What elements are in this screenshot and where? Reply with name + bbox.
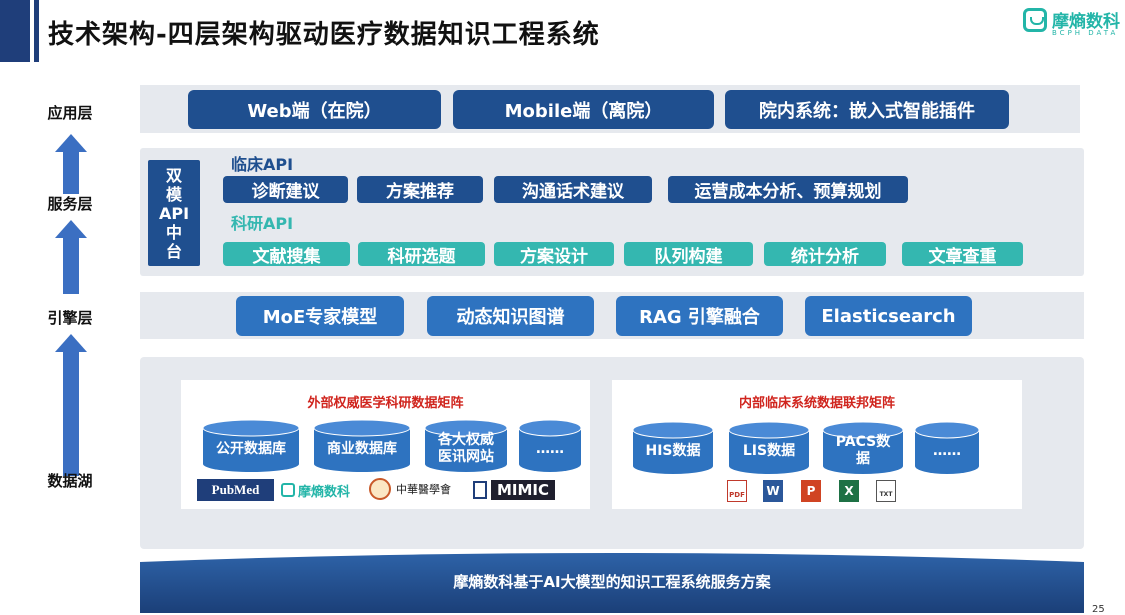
app-item-hospital-plugin: 院内系统：嵌入式智能插件 bbox=[725, 90, 1009, 129]
logo-subtext: BCPH DATA bbox=[1052, 29, 1119, 37]
database-icon bbox=[728, 421, 810, 474]
bcph-logo: 摩熵数科 bbox=[281, 479, 363, 501]
database-cylinder: PACS数据 bbox=[822, 421, 904, 475]
database-cylinder: …… bbox=[518, 419, 582, 473]
database-icon bbox=[518, 419, 582, 472]
research-api-item: 科研选题 bbox=[358, 242, 485, 267]
engine-item: MoE专家模型 bbox=[236, 296, 404, 336]
research-api-label: 科研API bbox=[231, 214, 294, 233]
internal-data-title: 内部临床系统数据联邦矩阵 bbox=[738, 396, 895, 411]
logo-text: 摩熵数科 bbox=[1052, 12, 1120, 32]
powerpoint-file-icon: P bbox=[801, 480, 821, 502]
engine-item: Elasticsearch bbox=[805, 296, 972, 336]
clinical-api-item: 方案推荐 bbox=[357, 176, 483, 203]
dual-api-char: 中 bbox=[165, 222, 182, 242]
pubmed-logo: PubMed bbox=[197, 479, 274, 501]
dual-api-char: 台 bbox=[165, 241, 182, 261]
clinical-api-item: 沟通话术建议 bbox=[494, 176, 652, 203]
engine-item: 动态知识图谱 bbox=[427, 296, 594, 336]
layer-label-service: 服务层 bbox=[47, 195, 93, 213]
clinical-api-label: 临床API bbox=[231, 155, 294, 174]
dual-api-char: 双 bbox=[165, 165, 182, 185]
app-item-mobile: Mobile端（离院） bbox=[453, 90, 714, 129]
mimic-logo-icon bbox=[473, 481, 487, 499]
database-cylinder: HIS数据 bbox=[632, 421, 714, 475]
database-cylinder: 商业数据库 bbox=[313, 419, 411, 473]
page-number: 25 bbox=[1092, 604, 1105, 615]
word-file-icon: W bbox=[763, 480, 783, 502]
txt-file-icon: TXT bbox=[876, 480, 896, 502]
arrow-up-icon bbox=[55, 134, 87, 194]
external-data-title: 外部权威医学科研数据矩阵 bbox=[307, 396, 464, 411]
layer-label-application: 应用层 bbox=[47, 104, 93, 122]
pdf-file-icon: PDF bbox=[727, 480, 747, 502]
layer-label-data-lake: 数据湖 bbox=[47, 472, 93, 490]
cma-logo-text: 中華醫學會 bbox=[396, 484, 451, 496]
layer-label-engine: 引擎层 bbox=[47, 309, 93, 327]
logo-icon bbox=[1023, 8, 1047, 32]
engine-item: RAG 引擎融合 bbox=[616, 296, 783, 336]
arrow-up-icon bbox=[55, 220, 87, 294]
company-logo: 摩熵数科 BCPH DATA bbox=[1023, 6, 1123, 40]
clinical-api-item: 运营成本分析、预算规划 bbox=[668, 176, 908, 203]
database-cylinder: 公开数据库 bbox=[202, 419, 300, 473]
title-accent-stripe bbox=[34, 0, 39, 62]
database-icon bbox=[914, 421, 980, 474]
excel-file-icon: X bbox=[839, 480, 859, 502]
database-cylinder: 各大权威医讯网站 bbox=[424, 419, 508, 473]
research-api-item: 方案设计 bbox=[494, 242, 614, 267]
research-api-item: 文章查重 bbox=[902, 242, 1023, 267]
database-cylinder: LIS数据 bbox=[728, 421, 810, 475]
cma-seal-icon bbox=[369, 478, 391, 500]
title-accent-bar bbox=[0, 0, 30, 62]
dual-api-hub-label: 双 模 API 中 台 bbox=[148, 160, 200, 266]
database-icon bbox=[632, 421, 714, 474]
app-item-web: Web端（在院） bbox=[188, 90, 441, 129]
database-icon bbox=[202, 419, 300, 472]
page-title: 技术架构-四层架构驱动医疗数据知识工程系统 bbox=[48, 20, 600, 50]
dual-api-char: 模 bbox=[165, 184, 182, 204]
footer-banner bbox=[140, 553, 1084, 613]
research-api-item: 统计分析 bbox=[764, 242, 886, 267]
bcph-logo-icon bbox=[281, 483, 295, 497]
mimic-logo: MIMIC bbox=[473, 479, 566, 501]
clinical-api-item: 诊断建议 bbox=[223, 176, 348, 203]
research-api-item: 队列构建 bbox=[624, 242, 753, 267]
arrow-up-icon bbox=[55, 334, 87, 476]
research-api-item: 文献搜集 bbox=[223, 242, 350, 267]
database-icon bbox=[822, 421, 904, 474]
dual-api-char: API bbox=[158, 203, 190, 223]
database-icon bbox=[424, 419, 508, 472]
footer-text: 摩熵数科基于AI大模型的知识工程系统服务方案 bbox=[453, 573, 771, 591]
database-cylinder: …… bbox=[914, 421, 980, 475]
database-icon bbox=[313, 419, 411, 472]
